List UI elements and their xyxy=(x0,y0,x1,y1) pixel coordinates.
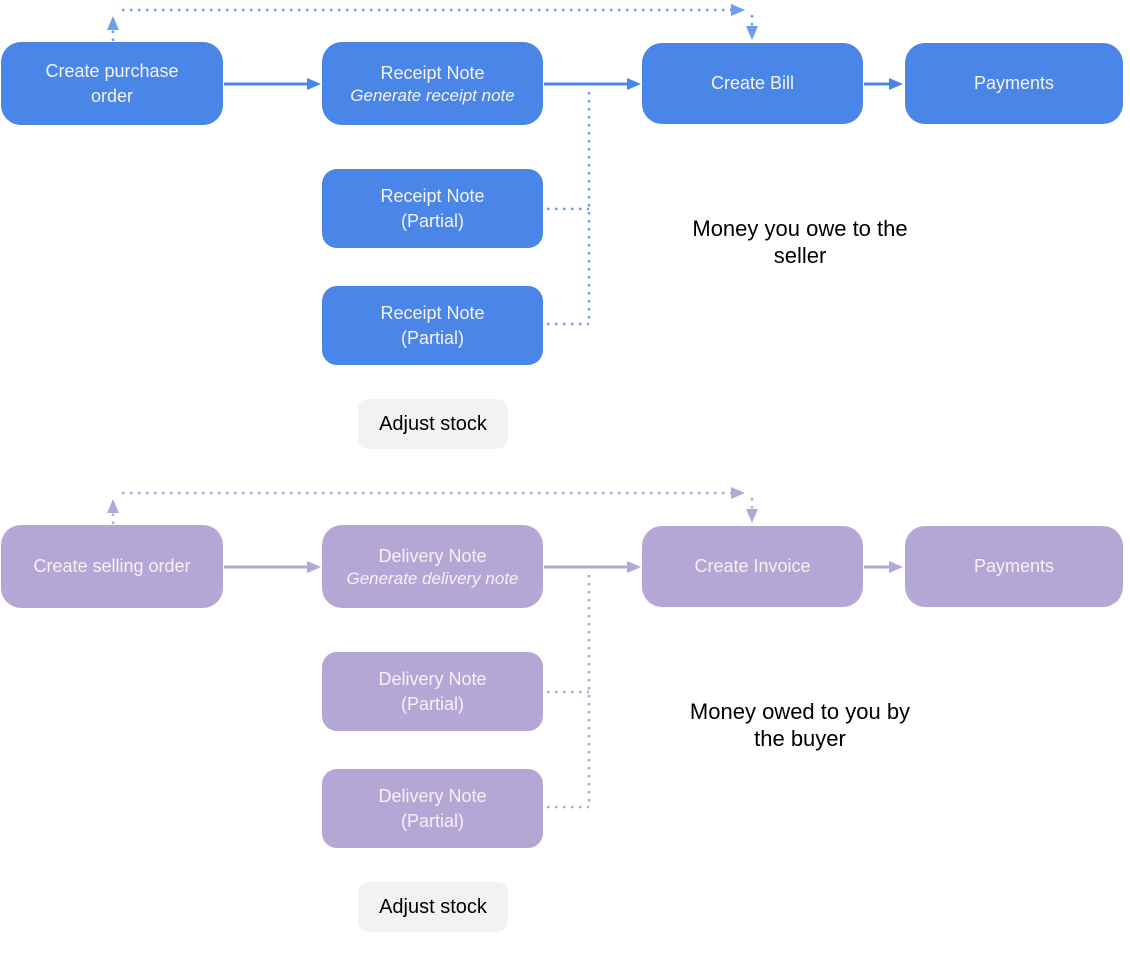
node-delivery-note: Delivery Note Generate delivery note xyxy=(322,525,543,608)
adjust-stock-label-selling: Adjust stock xyxy=(358,882,508,932)
node-create-bill: Create Bill xyxy=(642,43,863,124)
node-create-selling-order: Create selling order xyxy=(1,525,223,608)
node-receipt-note: Receipt Note Generate receipt note xyxy=(322,42,543,125)
delivery-note-subtitle: Generate delivery note xyxy=(346,568,519,588)
node-receipt-note-partial-1: Receipt Note (Partial) xyxy=(322,169,543,248)
purchase-flow-section: Create purchase order Receipt Note Gener… xyxy=(0,0,1130,470)
node-delivery-note-partial-1: Delivery Note (Partial) xyxy=(322,652,543,731)
node-purchase-payments: Payments xyxy=(905,43,1123,124)
node-create-purchase-order: Create purchase order xyxy=(1,42,223,125)
selling-flow-section: Create selling order Delivery Note Gener… xyxy=(0,483,1130,953)
receipt-note-title: Receipt Note xyxy=(380,62,485,83)
annotation-money-owed-buyer: Money owed to you by the buyer xyxy=(689,699,911,751)
adjust-stock-label-purchase: Adjust stock xyxy=(358,399,508,449)
annotation-money-owed-seller: Money you owe to the seller xyxy=(692,216,908,268)
selling-connector-layer xyxy=(107,487,903,809)
delivery-note-title: Delivery Note xyxy=(378,545,487,566)
purchase-connector-layer xyxy=(107,4,903,326)
node-delivery-note-partial-2: Delivery Note (Partial) xyxy=(322,769,543,848)
receipt-note-subtitle: Generate receipt note xyxy=(350,85,515,105)
node-selling-payments: Payments xyxy=(905,526,1123,607)
node-receipt-note-partial-2: Receipt Note (Partial) xyxy=(322,286,543,365)
node-create-invoice: Create Invoice xyxy=(642,526,863,607)
